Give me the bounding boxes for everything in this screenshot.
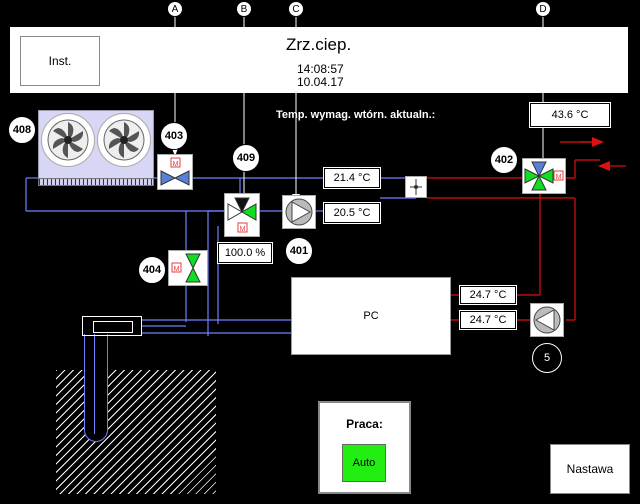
pump-icon bbox=[285, 198, 313, 226]
valve-icon: M bbox=[227, 197, 257, 233]
pump-5[interactable] bbox=[530, 303, 564, 337]
nastawa-button[interactable]: Nastawa bbox=[550, 444, 630, 494]
fan-icon bbox=[41, 113, 95, 167]
ground-heat-exchanger bbox=[82, 316, 142, 336]
ground-hatch bbox=[56, 370, 216, 494]
device-label-409: 409 bbox=[232, 144, 260, 172]
device-label-404: 404 bbox=[138, 256, 166, 284]
device-label-5: 5 bbox=[532, 343, 562, 373]
setpoint-caption: Temp. wymag. wtórn. aktualn.: bbox=[276, 109, 436, 121]
fan-icon bbox=[97, 113, 151, 167]
device-label-402: 402 bbox=[490, 146, 518, 174]
temp-pc-out-bottom: 24.7 °C bbox=[459, 310, 517, 330]
heat-pump-unit[interactable]: PC bbox=[291, 277, 451, 355]
temp-supply-primary: 21.4 °C bbox=[323, 167, 381, 189]
device-label-401: 401 bbox=[285, 237, 313, 265]
separator-icon bbox=[410, 179, 422, 195]
svg-text:M: M bbox=[173, 161, 179, 168]
clock-date: 10.04.17 bbox=[297, 75, 344, 89]
marker-a: A bbox=[167, 1, 183, 17]
valve-402[interactable]: M bbox=[522, 158, 566, 194]
device-label-403: 403 bbox=[160, 122, 188, 150]
drycooler-fins bbox=[38, 178, 154, 186]
clock: 14:08:57 10.04.17 bbox=[297, 63, 344, 89]
valve-403[interactable]: M bbox=[157, 154, 193, 190]
valve-icon: M bbox=[524, 161, 564, 191]
auto-mode-button[interactable]: Auto bbox=[342, 444, 386, 482]
valve-409-opening: 100.0 % bbox=[217, 242, 273, 264]
valve-icon: M bbox=[160, 157, 190, 186]
ground-probe bbox=[84, 334, 108, 442]
valve-icon: M bbox=[171, 253, 201, 283]
clock-time: 14:08:57 bbox=[297, 62, 344, 76]
mode-panel: Praca: Auto bbox=[318, 401, 411, 494]
marker-d: D bbox=[535, 1, 551, 17]
mode-title: Praca: bbox=[346, 417, 383, 431]
svg-text:M: M bbox=[240, 226, 246, 233]
svg-text:M: M bbox=[556, 174, 562, 181]
valve-409[interactable]: M bbox=[224, 193, 260, 237]
marker-b: B bbox=[236, 1, 252, 17]
svg-text:M: M bbox=[174, 266, 180, 273]
page-title: Zrz.ciep. bbox=[286, 35, 352, 54]
marker-c: C bbox=[288, 1, 304, 17]
device-label-408: 408 bbox=[8, 116, 36, 144]
pump-401[interactable] bbox=[282, 195, 316, 229]
header-panel bbox=[10, 27, 628, 93]
valve-404[interactable]: M bbox=[168, 250, 208, 286]
temp-return-primary: 20.5 °C bbox=[323, 202, 381, 224]
temp-pc-out-top: 24.7 °C bbox=[459, 285, 517, 305]
pump-icon bbox=[533, 306, 561, 334]
hydraulic-separator bbox=[405, 176, 427, 198]
inst-button[interactable]: Inst. bbox=[20, 36, 100, 86]
setpoint-value: 43.6 °C bbox=[529, 102, 611, 128]
